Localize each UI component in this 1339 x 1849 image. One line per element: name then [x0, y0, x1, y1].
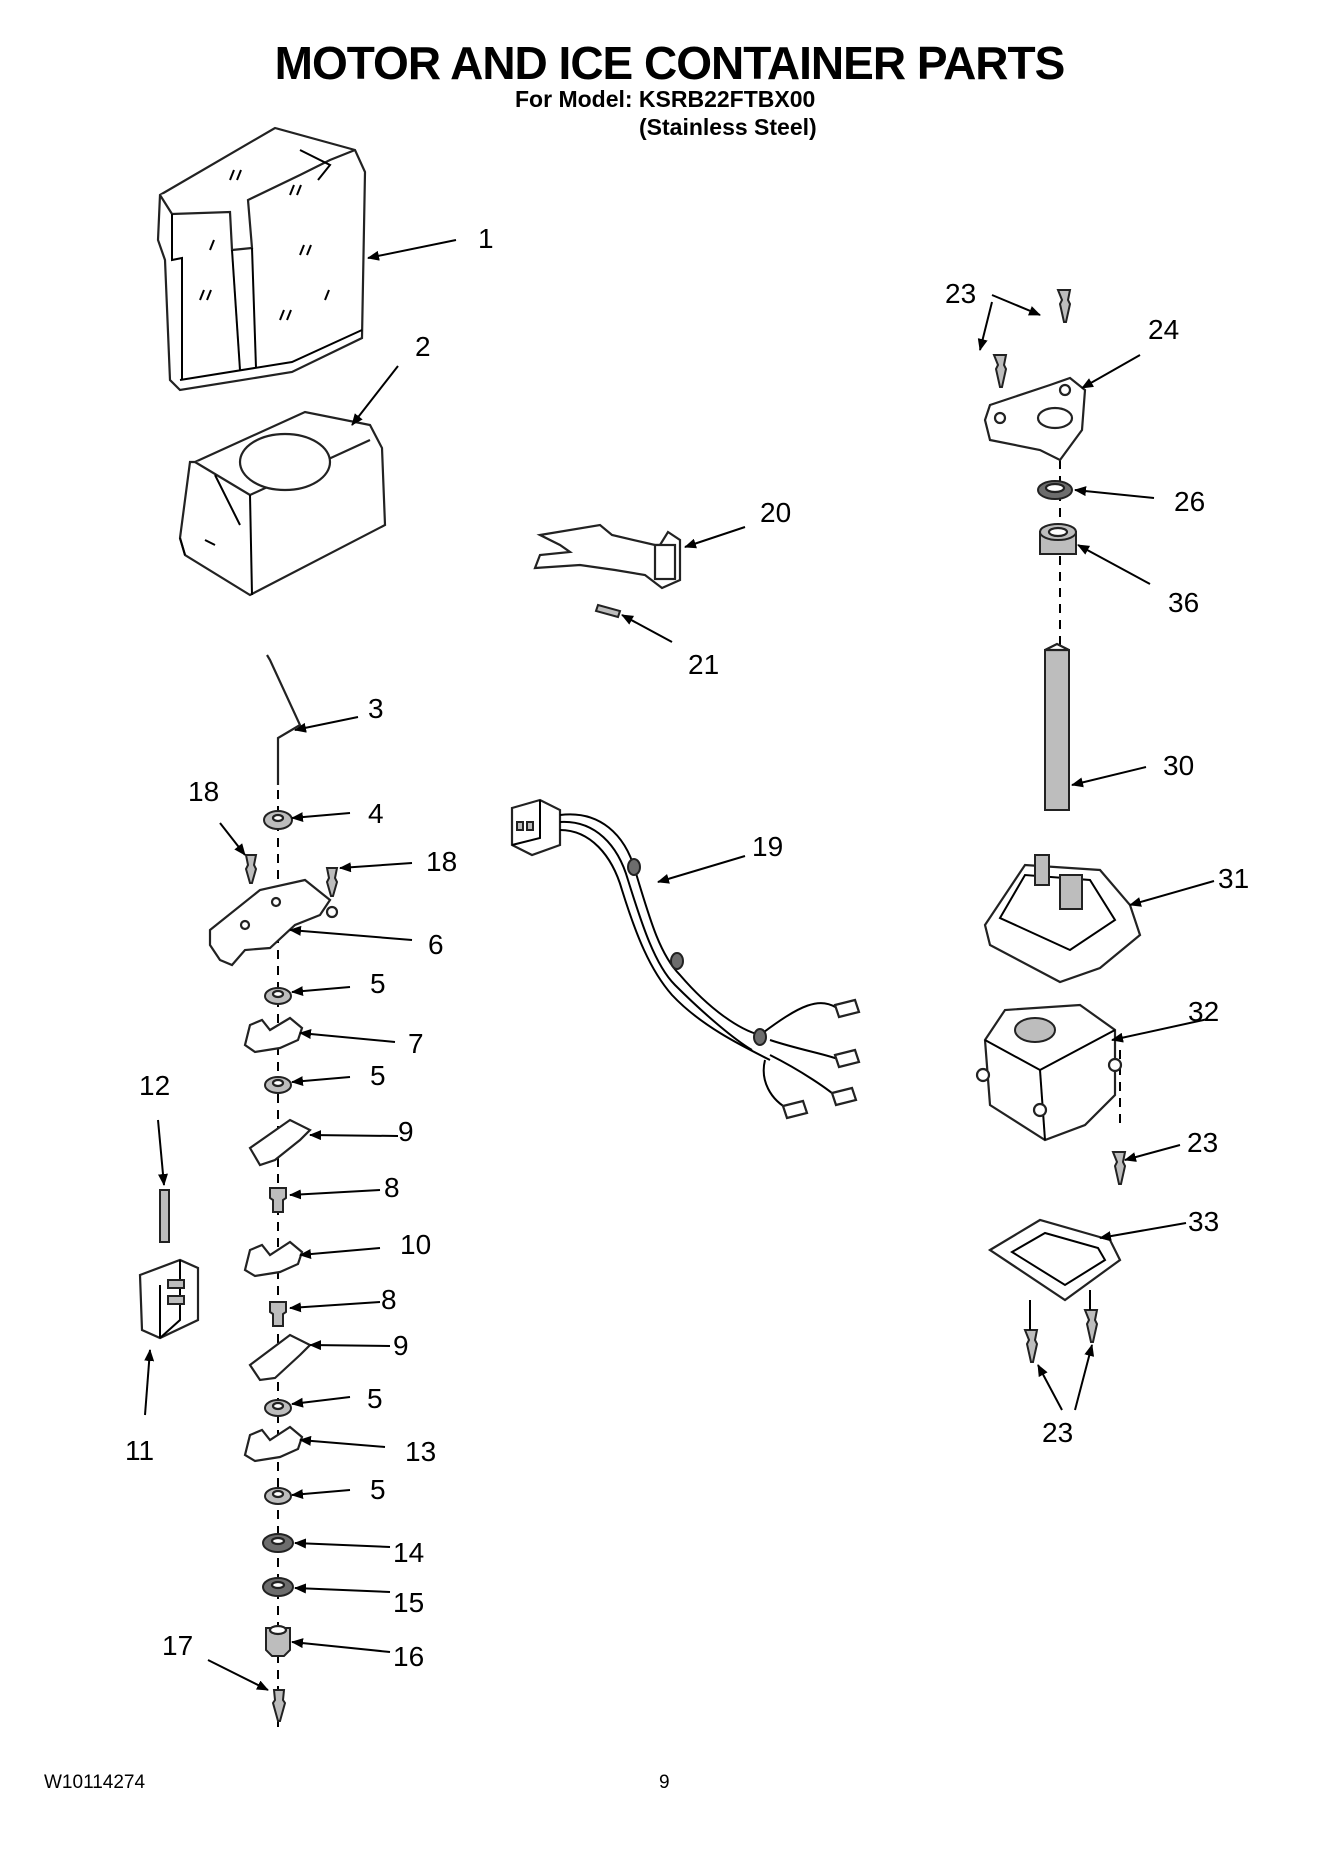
- leader-lines: [144, 239, 1215, 1691]
- right-stack-parts: [975, 289, 1142, 1363]
- callout-26: 26: [1174, 486, 1205, 517]
- callout-5d: 5: [370, 1474, 386, 1505]
- callout-13: 13: [405, 1436, 436, 1467]
- center-stack-parts: [208, 654, 339, 1730]
- callout-9a: 9: [398, 1116, 414, 1147]
- callout-18b: 18: [426, 846, 457, 877]
- finish-line: (Stainless Steel): [639, 114, 817, 140]
- callout-15: 15: [393, 1587, 424, 1618]
- callout-10: 10: [400, 1229, 431, 1260]
- callout-18a: 18: [188, 776, 219, 807]
- callout-labels: 1 2 3 4 18 18 6 5 7 5 12 9 8 10 8 9 5 11…: [125, 223, 1249, 1672]
- ice-container-part: [156, 126, 367, 392]
- callout-31: 31: [1218, 863, 1249, 894]
- model-line: For Model: KSRB22FTBX00: [515, 86, 816, 112]
- callout-30: 30: [1163, 750, 1194, 781]
- callout-7: 7: [408, 1028, 424, 1059]
- callout-23b: 23: [1187, 1127, 1218, 1158]
- callout-4: 4: [368, 798, 384, 829]
- callout-23a: 23: [945, 278, 976, 309]
- callout-14: 14: [393, 1537, 424, 1568]
- callout-17: 17: [162, 1630, 193, 1661]
- callout-24: 24: [1148, 314, 1179, 345]
- callout-33: 33: [1188, 1206, 1219, 1237]
- callout-9b: 9: [393, 1330, 409, 1361]
- callout-12: 12: [139, 1070, 170, 1101]
- callout-5a: 5: [370, 968, 386, 999]
- callout-36: 36: [1168, 587, 1199, 618]
- callout-8b: 8: [381, 1284, 397, 1315]
- callout-6: 6: [428, 929, 444, 960]
- callout-2: 2: [415, 331, 431, 362]
- doc-number: W10114274: [44, 1772, 146, 1793]
- switch-bracket-part: [533, 523, 682, 619]
- callout-32: 32: [1188, 996, 1219, 1027]
- callout-19: 19: [752, 831, 783, 862]
- wire-harness-part: [510, 798, 861, 1120]
- callout-11: 11: [125, 1435, 154, 1466]
- block-and-pin-parts: [138, 1189, 200, 1340]
- page-number: 9: [659, 1772, 670, 1793]
- callout-5b: 5: [370, 1060, 386, 1091]
- container-base-part: [178, 410, 387, 597]
- callout-21: 21: [688, 649, 719, 680]
- callout-20: 20: [760, 497, 791, 528]
- callout-16: 16: [393, 1641, 424, 1672]
- callout-8a: 8: [384, 1172, 400, 1203]
- callout-23c: 23: [1042, 1417, 1073, 1448]
- callout-1: 1: [478, 223, 494, 254]
- callout-3: 3: [368, 693, 384, 724]
- page-title: MOTOR AND ICE CONTAINER PARTS: [274, 37, 1066, 89]
- callout-5c: 5: [367, 1383, 383, 1414]
